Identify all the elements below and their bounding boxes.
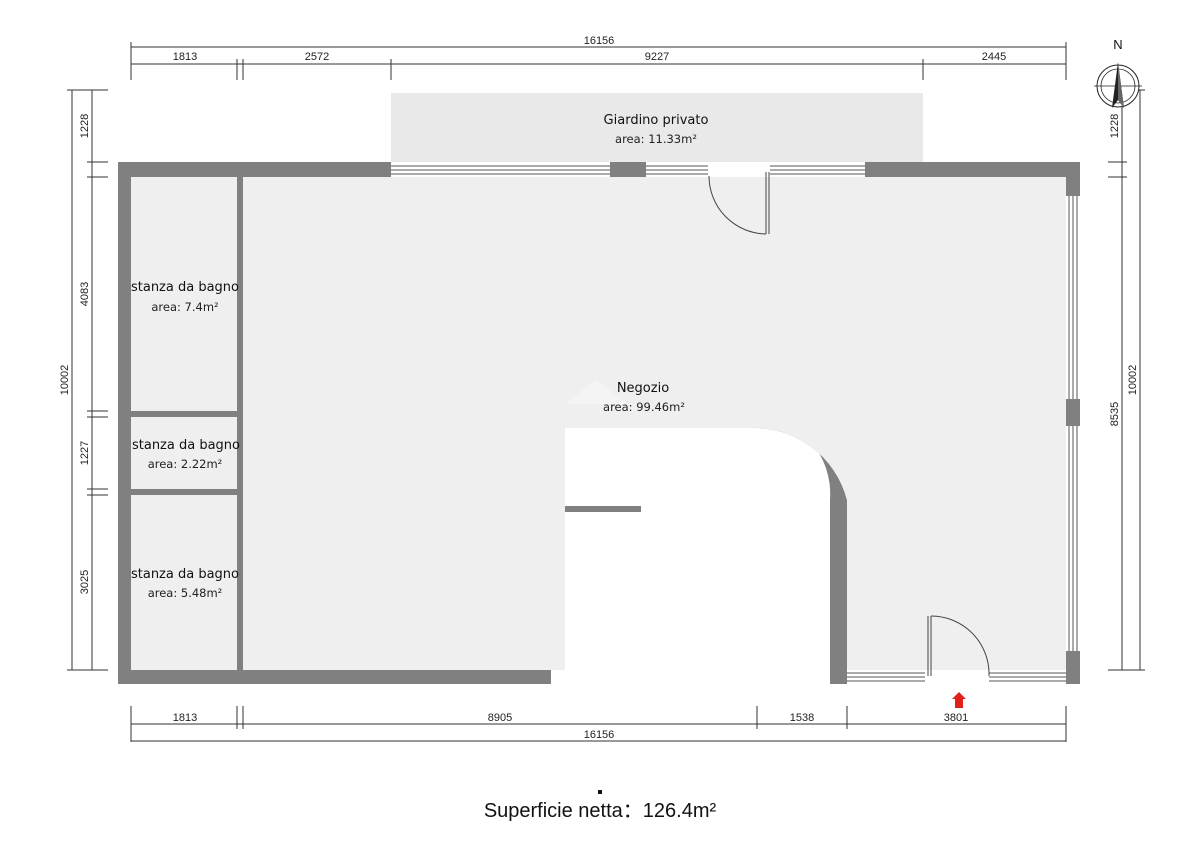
dim-bottom-3: 1538: [790, 712, 814, 724]
dim-bottom-4: 3801: [944, 712, 968, 724]
net-area-value: 126.4m²: [642, 800, 717, 822]
dim-right-outer: 10002: [1127, 365, 1139, 396]
bath2-label: stanza da bagno: [132, 438, 240, 453]
right-windows: [1066, 196, 1080, 651]
bath1-label: stanza da bagno: [131, 280, 239, 295]
summary-marker: [598, 790, 602, 794]
dim-bottom-2: 8905: [488, 712, 512, 724]
garden-door: [708, 172, 770, 235]
dim-left-3: 1227: [79, 441, 91, 465]
garden-label: Giardino privato: [604, 113, 709, 128]
dim-left-2: 4083: [79, 282, 91, 306]
bathroom-divider-1: [131, 411, 243, 417]
bathroom-partition-wall: [237, 177, 243, 670]
negozio-label: Negozio: [617, 381, 669, 396]
dim-right-1: 1228: [1109, 114, 1121, 138]
entrance-arrow-icon: [952, 692, 966, 708]
top-windows: [391, 162, 865, 177]
dimension-lines: [67, 42, 1145, 742]
negozio-area-label: area: 99.46m²: [603, 400, 685, 414]
counter-stub-wall: [565, 506, 641, 512]
negozio-floor: [131, 177, 1066, 670]
dim-bottom-1: 1813: [173, 712, 197, 724]
north-arrow-icon: [1094, 62, 1142, 108]
dim-top-total: 16156: [584, 35, 615, 47]
dim-top-4: 2445: [982, 51, 1006, 63]
garden-area: [391, 93, 923, 163]
garden-area-label: area: 11.33m²: [615, 132, 697, 146]
compass-n-label: N: [1113, 37, 1122, 52]
dim-left-1: 1228: [79, 114, 91, 138]
bathroom-divider-2: [131, 489, 243, 495]
dim-bottom-total: 16156: [584, 729, 615, 741]
watermark-logo: [565, 380, 627, 404]
bath2-area-label: area: 2.22m²: [148, 457, 223, 471]
bath3-area-label: area: 5.48m²: [148, 586, 223, 600]
net-area-summary: Superficie netta：126.4m²: [0, 794, 1200, 823]
dim-right-2: 8535: [1109, 402, 1121, 426]
dim-left-outer: 10002: [59, 365, 71, 396]
bath3-label: stanza da bagno: [131, 567, 239, 582]
net-area-label: Superficie netta：: [483, 800, 643, 822]
dim-top-2: 2572: [305, 51, 329, 63]
dim-top-3: 9227: [645, 51, 669, 63]
entrance-door: [927, 615, 990, 677]
bottom-windows: [847, 670, 1066, 684]
dim-top-1: 1813: [173, 51, 197, 63]
dim-left-4: 3025: [79, 570, 91, 594]
bath1-area-label: area: 7.4m²: [151, 300, 218, 314]
